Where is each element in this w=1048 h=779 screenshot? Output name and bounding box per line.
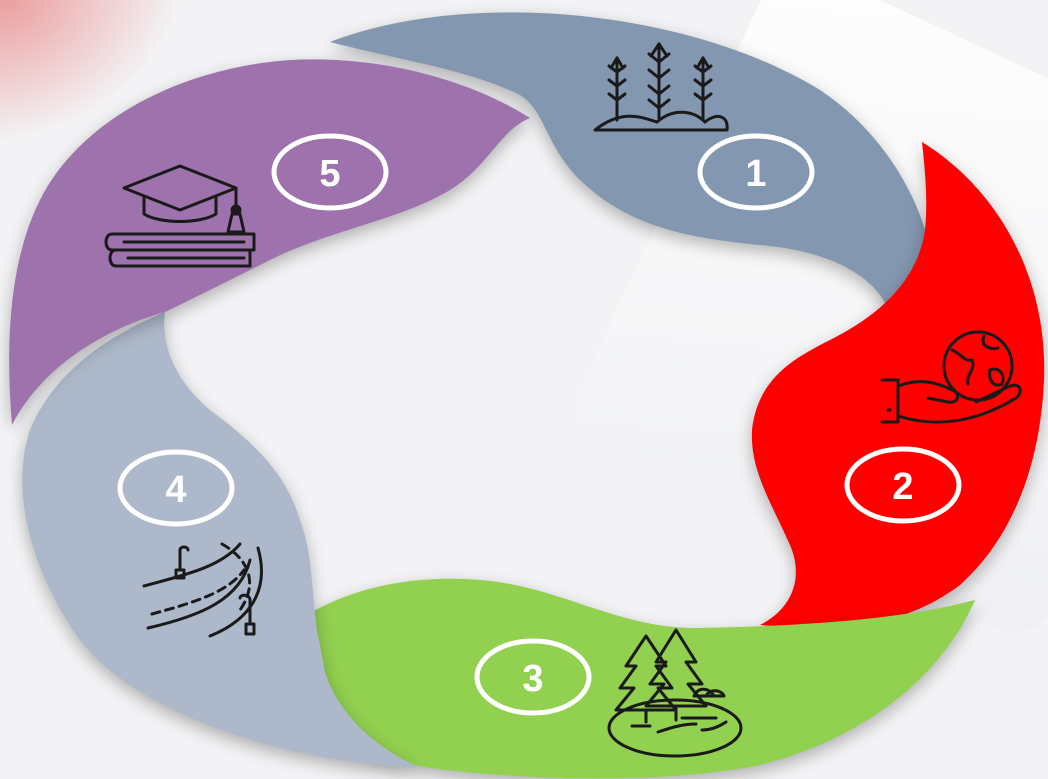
number-2: 2 bbox=[892, 466, 913, 508]
number-3: 3 bbox=[522, 658, 543, 700]
segment-4-shape bbox=[22, 312, 420, 768]
segment-2: 2 bbox=[751, 142, 1045, 629]
number-4: 4 bbox=[165, 469, 186, 511]
segment-3: 3 bbox=[312, 578, 975, 779]
segment-5: 5 bbox=[9, 59, 530, 425]
segment-4: 4 bbox=[22, 312, 420, 768]
number-badge-2: 2 bbox=[844, 446, 962, 524]
road-streetlights-icon bbox=[142, 542, 263, 638]
hand-holding-globe-icon bbox=[880, 330, 1022, 424]
segment-1: 1 bbox=[330, 12, 929, 309]
segment-1-shape bbox=[330, 12, 929, 309]
number-5: 5 bbox=[319, 153, 340, 195]
number-1: 1 bbox=[745, 153, 766, 195]
number-badge-3: 3 bbox=[474, 638, 592, 716]
wheat-field-icon bbox=[593, 42, 729, 132]
graduation-books-icon bbox=[104, 164, 256, 268]
segment-5-shape bbox=[9, 59, 530, 425]
segment-3-shape bbox=[312, 578, 975, 779]
number-badge-1: 1 bbox=[697, 133, 815, 211]
number-badge-5: 5 bbox=[271, 133, 389, 211]
forest-lake-icon bbox=[607, 628, 743, 758]
number-badge-4: 4 bbox=[117, 449, 235, 527]
